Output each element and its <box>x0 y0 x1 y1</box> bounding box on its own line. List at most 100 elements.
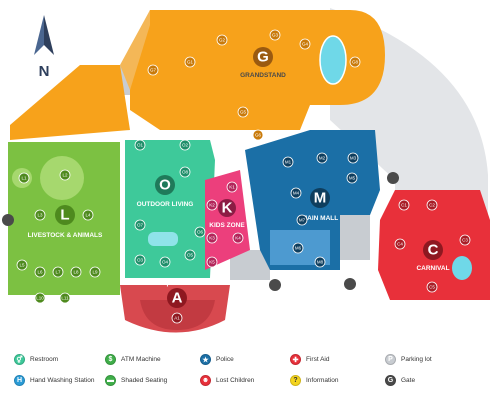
booth-o2[interactable]: O2 <box>179 139 191 151</box>
booth-o6[interactable]: O6 <box>194 226 206 238</box>
legend-label: Police <box>216 356 234 363</box>
booth-label: M8 <box>317 260 324 265</box>
booth-g1[interactable]: G1 <box>184 56 196 68</box>
booth-label: G5 <box>240 110 247 115</box>
booth-label: L6 <box>37 270 43 275</box>
booth-l4[interactable]: L4 <box>82 209 94 221</box>
zone-grandstand[interactable]: G GRANDSTAND <box>10 10 385 140</box>
booth-g5[interactable]: G5 <box>237 106 249 118</box>
legend-label: Hand Washing Station <box>30 377 95 384</box>
booth-c3[interactable]: C3 <box>459 234 471 246</box>
booth-o4[interactable]: O4 <box>159 256 171 268</box>
booth-o7[interactable]: O7 <box>134 219 146 231</box>
zone-main-mall[interactable]: M MAIN MALL <box>245 130 380 270</box>
zone-letter-grandstand: G <box>257 49 269 66</box>
fairground-map: N G GRANDSTAND L LIVESTOCK & ANIMALS O <box>2 8 490 333</box>
booth-label: L2 <box>62 173 68 178</box>
booth-l1[interactable]: L1 <box>18 172 30 184</box>
booth-label: M2 <box>319 156 326 161</box>
booth-label: K1 <box>229 185 235 190</box>
booth-label: M1 <box>285 160 292 165</box>
booth-k1[interactable]: K1 <box>226 181 238 193</box>
booth-g3[interactable]: G3 <box>269 29 281 41</box>
zone-letter-livestock: L <box>60 207 69 224</box>
booth-label: O8 <box>182 170 189 175</box>
zone-name-amphitheater: Amphitheater <box>156 280 198 287</box>
booth-g2[interactable]: G2 <box>216 34 228 46</box>
booth-m4[interactable]: M4 <box>290 187 302 199</box>
booth-k4[interactable]: K4 <box>232 232 244 244</box>
booth-l5[interactable]: L5 <box>16 259 28 271</box>
booth-m7[interactable]: M7 <box>296 214 308 226</box>
booth-m8[interactable]: M8 <box>314 256 326 268</box>
booth-m1[interactable]: M1 <box>282 156 294 168</box>
zone-livestock[interactable]: L LIVESTOCK & ANIMALS <box>8 142 120 295</box>
booth-l8[interactable]: L8 <box>70 266 82 278</box>
zone-outdoor-living[interactable]: O OUTDOOR LIVING <box>125 140 215 278</box>
booth-c4[interactable]: C4 <box>394 238 406 250</box>
booth-g8[interactable]: G8 <box>349 56 361 68</box>
booth-l2[interactable]: L2 <box>59 169 71 181</box>
booth-k5[interactable]: K5 <box>206 256 218 268</box>
booth-marker <box>237 106 249 118</box>
restroom-icon: ⚥ <box>14 354 25 365</box>
booth-marker <box>59 169 71 181</box>
legend-item-first-aid: ✚First Aid <box>290 354 329 365</box>
zone-letter-carnival: C <box>428 242 439 259</box>
booth-marker <box>134 139 146 151</box>
booth-m2[interactable]: M2 <box>316 152 328 164</box>
booth-l7[interactable]: L7 <box>52 266 64 278</box>
booth-marker <box>206 199 218 211</box>
parking-lot-center[interactable] <box>340 215 370 260</box>
north-label: N <box>39 63 50 80</box>
booth-label: G8 <box>352 60 359 65</box>
booth-l3[interactable]: L3 <box>34 209 46 221</box>
booth-l6[interactable]: L6 <box>34 266 46 278</box>
booth-o1[interactable]: O1 <box>134 139 146 151</box>
booth-g4[interactable]: G4 <box>299 38 311 50</box>
zone-kids[interactable]: K KIDS ZONE <box>205 170 250 270</box>
carnival-pool <box>452 256 472 280</box>
legend-label: Shaded Seating <box>121 377 168 384</box>
booth-label: L11 <box>61 296 69 301</box>
booth-label: A1 <box>174 316 180 321</box>
booth-a1[interactable]: A1 <box>171 312 183 324</box>
gate-west-icon[interactable] <box>2 214 14 226</box>
gate-southeast-icon[interactable] <box>344 278 356 290</box>
zone-carnival[interactable]: C CARNIVAL <box>378 190 490 300</box>
booth-label: L3 <box>37 213 43 218</box>
zone-name-outdoor: OUTDOOR LIVING <box>137 201 194 208</box>
booth-m6[interactable]: M6 <box>292 242 304 254</box>
booth-marker <box>292 242 304 254</box>
booth-marker <box>70 266 82 278</box>
booth-k3[interactable]: K3 <box>206 232 218 244</box>
booth-g7[interactable]: G7 <box>147 64 159 76</box>
booth-m5[interactable]: M5 <box>346 172 358 184</box>
booth-marker <box>179 166 191 178</box>
gate-east-icon[interactable] <box>387 172 399 184</box>
booth-o5[interactable]: O5 <box>184 249 196 261</box>
booth-label: C2 <box>429 203 435 208</box>
gate-south-icon[interactable] <box>269 279 281 291</box>
booth-g6[interactable]: G6 <box>252 129 264 141</box>
booth-k2[interactable]: K2 <box>206 199 218 211</box>
booth-label: O5 <box>187 253 194 258</box>
booth-c1[interactable]: C1 <box>398 199 410 211</box>
booth-c2[interactable]: C2 <box>426 199 438 211</box>
booth-l11[interactable]: L11 <box>59 292 71 304</box>
booth-o3[interactable]: O3 <box>134 254 146 266</box>
booth-m3[interactable]: M3 <box>347 152 359 164</box>
booth-l10[interactable]: L10 <box>34 292 46 304</box>
booth-label: M6 <box>295 246 302 251</box>
zone-amphitheater[interactable]: A Amphitheater <box>120 280 230 333</box>
booth-c5[interactable]: C5 <box>426 281 438 293</box>
booth-marker <box>346 172 358 184</box>
booth-marker <box>159 256 171 268</box>
booth-o8[interactable]: O8 <box>179 166 191 178</box>
booth-marker <box>290 187 302 199</box>
zone-name-grandstand: GRANDSTAND <box>240 72 286 79</box>
zone-name-kids: KIDS ZONE <box>209 222 245 229</box>
booth-l9[interactable]: L9 <box>89 266 101 278</box>
